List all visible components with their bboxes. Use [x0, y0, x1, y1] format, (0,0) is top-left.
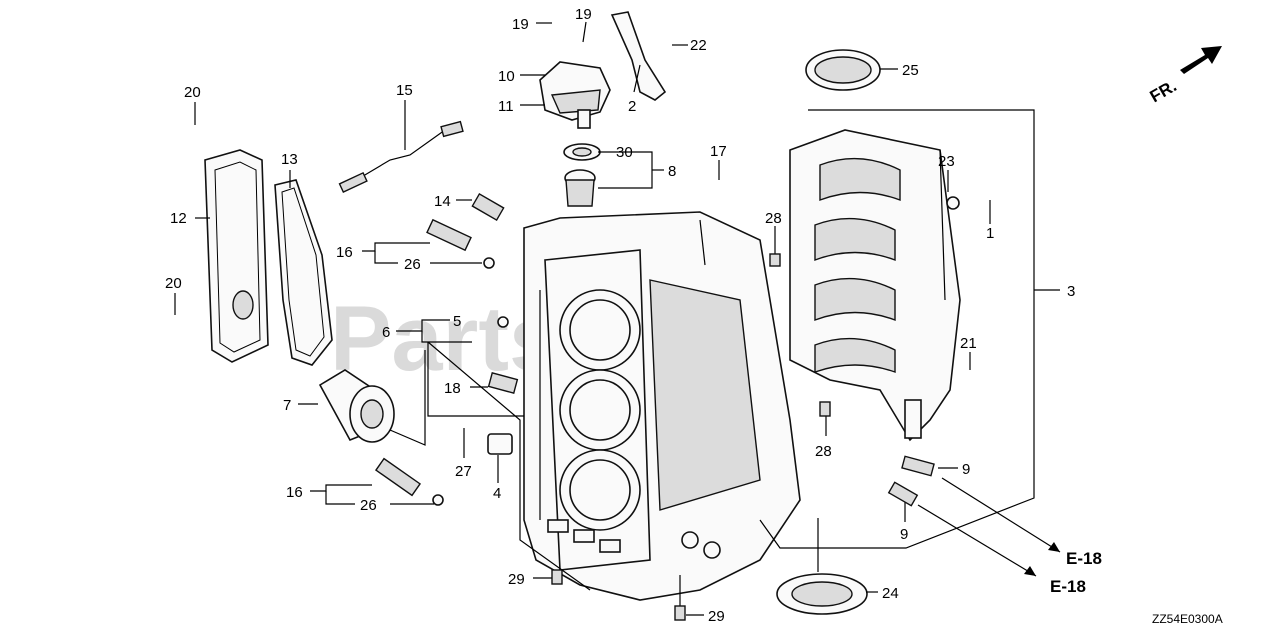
callout-5: 5 — [453, 313, 461, 330]
callout-15: 15 — [396, 82, 413, 99]
callout-29a: 29 — [508, 571, 525, 588]
callout-10: 10 — [498, 68, 515, 85]
callout-2: 2 — [628, 98, 636, 115]
callout-7: 7 — [283, 397, 291, 414]
sensor-harness — [338, 120, 464, 193]
temperature-sensor-lower — [374, 457, 422, 497]
callout-4: 4 — [493, 485, 501, 502]
callout-20b: 20 — [165, 275, 182, 292]
thermostat-cover — [539, 61, 611, 129]
oil-pressure-switch — [471, 192, 505, 222]
callout-8: 8 — [668, 163, 676, 180]
cover-gasket — [274, 179, 333, 366]
callout-19a: 19 — [512, 16, 529, 33]
callout-3: 3 — [1067, 283, 1075, 300]
callout-16b: 16 — [286, 484, 303, 501]
callout-23: 23 — [938, 153, 955, 170]
crankshaft-oil-seal — [805, 49, 881, 91]
thermostat-bracket — [610, 11, 667, 101]
callout-24: 24 — [882, 585, 899, 602]
callout-26a: 26 — [404, 256, 421, 273]
callout-19b: 19 — [575, 6, 592, 23]
callout-9a: 9 — [962, 461, 970, 478]
callout-20a: 20 — [184, 84, 201, 101]
reference-e18-lower: E-18 — [1050, 577, 1086, 596]
callout-1: 1 — [986, 225, 994, 242]
ball-bearing — [776, 573, 868, 615]
cylinder-cover — [204, 149, 269, 363]
callout-27: 27 — [455, 463, 472, 480]
callout-16a: 16 — [336, 244, 353, 261]
reference-e18-upper: E-18 — [1066, 549, 1102, 568]
callout-28b: 28 — [815, 443, 832, 460]
callout-6: 6 — [382, 324, 390, 341]
callout-18: 18 — [444, 380, 461, 397]
callout-29b: 29 — [708, 608, 725, 625]
crankcase — [789, 129, 961, 442]
callout-28a: 28 — [765, 210, 782, 227]
callout-30: 30 — [616, 144, 633, 161]
direction-label: FR. — [1147, 76, 1180, 106]
callout-12: 12 — [170, 210, 187, 227]
callout-labels: 19 19 22 10 11 2 25 20 15 30 8 17 13 23 … — [165, 6, 1223, 626]
fitting-18 — [487, 372, 519, 394]
thermostat — [564, 169, 596, 207]
direction-arrow-icon — [1180, 46, 1222, 74]
callout-25: 25 — [902, 62, 919, 79]
cylinder-block — [523, 211, 801, 601]
callout-13: 13 — [281, 151, 298, 168]
callout-21: 21 — [960, 335, 977, 352]
callout-26b: 26 — [360, 497, 377, 514]
leader-lines — [174, 21, 1061, 621]
callout-11: 11 — [498, 98, 514, 115]
callout-17: 17 — [710, 143, 727, 160]
drawing-code: ZZ54E0300A — [1152, 612, 1223, 626]
callout-14: 14 — [434, 193, 451, 210]
spacer-collar — [487, 433, 513, 455]
temperature-sensor-upper — [426, 218, 472, 252]
thermostat-seal — [563, 143, 601, 161]
callout-9b: 9 — [900, 526, 908, 543]
callout-22: 22 — [690, 37, 707, 54]
oil-filter — [318, 369, 395, 443]
